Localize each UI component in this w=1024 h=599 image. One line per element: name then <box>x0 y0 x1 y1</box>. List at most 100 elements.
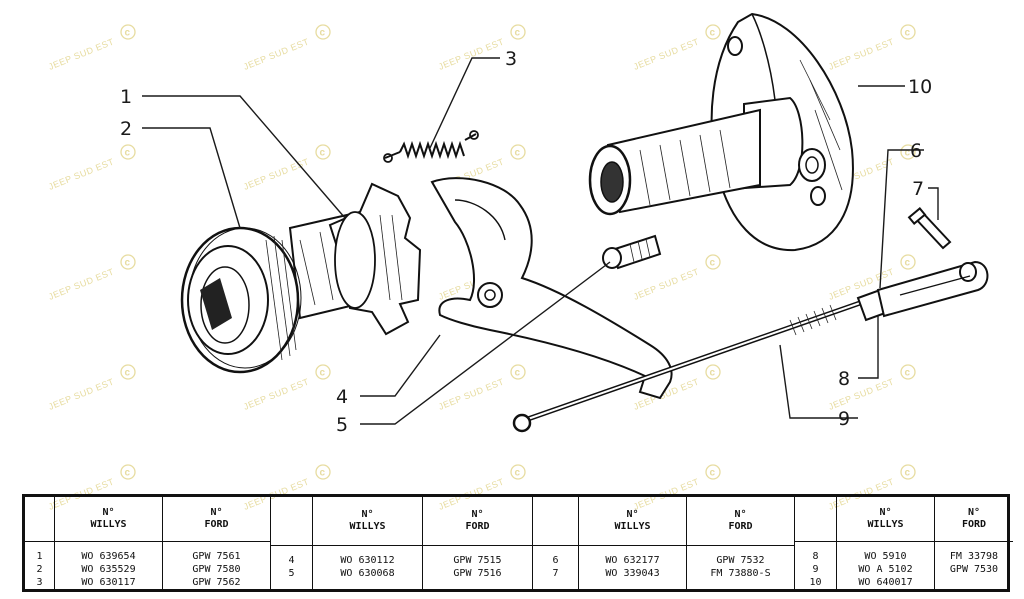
willys-part-cell: WO A 5102 <box>858 564 913 575</box>
copyright-icon <box>120 364 136 380</box>
part-number-cell: 9 <box>812 564 819 575</box>
copyright-icon <box>315 464 331 480</box>
watermark-text: JEEP SUD EST <box>47 156 116 191</box>
copyright-icon <box>120 254 136 270</box>
header-line: N° <box>210 507 223 518</box>
ford-header: N°FORD <box>935 497 1013 542</box>
header-line: N° <box>102 507 115 518</box>
ford-part-cell: GPW 7530 <box>949 564 999 575</box>
willys-part-cell: WO 630117 <box>81 577 136 588</box>
part-number-cell: 5 <box>288 568 295 579</box>
ford-part-cell: FM 33798 <box>949 551 999 562</box>
watermark-text: JEEP SUD EST <box>242 376 311 411</box>
copyright-symbol: c <box>710 28 716 39</box>
copyright-icon <box>510 364 526 380</box>
copyright-symbol: c <box>515 468 521 479</box>
copyright-symbol: c <box>905 468 911 479</box>
willys-part-cell: WO 630068 <box>340 568 395 579</box>
copyright-symbol: c <box>710 468 716 479</box>
copyright-symbol: c <box>125 368 131 379</box>
copyright-symbol: c <box>710 368 716 379</box>
index-header <box>25 497 54 542</box>
copyright-icon <box>120 144 136 160</box>
part-number-cell: 10 <box>809 577 822 588</box>
copyright-symbol: c <box>710 258 716 269</box>
callout-8: 8 <box>838 368 850 390</box>
willys-header: N°WILLYS <box>55 497 162 542</box>
copyright-icon <box>900 254 916 270</box>
willys-column: N°WILLYS WO 639654 WO 635529 WO 630117 <box>55 497 163 589</box>
watermark-text: JEEP SUD EST <box>827 36 896 71</box>
ford-part-cell: GPW 7562 <box>192 577 241 588</box>
copyright-symbol: c <box>320 148 326 159</box>
watermark: JEEP SUD EST c <box>47 364 136 412</box>
callout-6: 6 <box>910 140 922 162</box>
header-line: WILLYS <box>90 519 127 530</box>
copyright-icon <box>705 24 721 40</box>
willys-part-cell: WO 635529 <box>81 564 136 575</box>
willys-header: N°WILLYS <box>579 497 686 546</box>
copyright-icon <box>900 364 916 380</box>
index-header <box>271 497 312 546</box>
part-7-clevis-pin <box>907 207 952 250</box>
copyright-icon <box>900 24 916 40</box>
ford-part-cell: FM 73880-S <box>710 568 771 579</box>
callout-4: 4 <box>336 386 348 408</box>
watermark: JEEP SUD EST c <box>827 24 916 72</box>
willys-part-cell: WO 339043 <box>605 568 660 579</box>
copyright-icon <box>900 144 916 160</box>
copyright-icon <box>315 144 331 160</box>
watermark-text: JEEP SUD EST <box>47 266 116 301</box>
willys-part-cell: WO 5910 <box>864 551 907 562</box>
copyright-symbol: c <box>320 468 326 479</box>
willys-part-cell: WO 639654 <box>81 551 136 562</box>
callout-9: 9 <box>838 408 850 430</box>
header-line: N° <box>967 507 981 518</box>
copyright-icon <box>510 144 526 160</box>
copyright-icon <box>510 24 526 40</box>
header-line: WILLYS <box>349 521 386 532</box>
ford-part-cell: GPW 7532 <box>716 555 765 566</box>
part-number-cell: 6 <box>552 555 559 566</box>
copyright-icon <box>705 254 721 270</box>
copyright-icon <box>315 24 331 40</box>
copyright-symbol: c <box>515 148 521 159</box>
part-number-cell: 4 <box>288 555 295 566</box>
callout-3: 3 <box>505 48 517 70</box>
index-header <box>533 497 578 546</box>
copyright-symbol: c <box>905 28 911 39</box>
copyright-icon <box>705 464 721 480</box>
watermark-text: JEEP SUD EST <box>47 376 116 411</box>
callout-1: 1 <box>120 86 132 108</box>
part-4-release-fork <box>430 177 673 400</box>
copyright-symbol: c <box>125 258 131 269</box>
header-line: N° <box>471 509 484 520</box>
copyright-icon <box>120 464 136 480</box>
watermark-text: JEEP SUD EST <box>242 36 311 71</box>
header-line: N° <box>734 509 747 520</box>
watermark-text: JEEP SUD EST <box>437 36 506 71</box>
copyright-icon <box>900 464 916 480</box>
ford-header: N°FORD <box>687 497 794 546</box>
part-number-cell: 2 <box>36 564 43 575</box>
copyright-symbol: c <box>905 258 911 269</box>
header-line: FORD <box>465 521 490 532</box>
part-number-cell: 3 <box>36 577 43 588</box>
part-3-return-spring <box>383 130 479 163</box>
copyright-icon <box>120 24 136 40</box>
